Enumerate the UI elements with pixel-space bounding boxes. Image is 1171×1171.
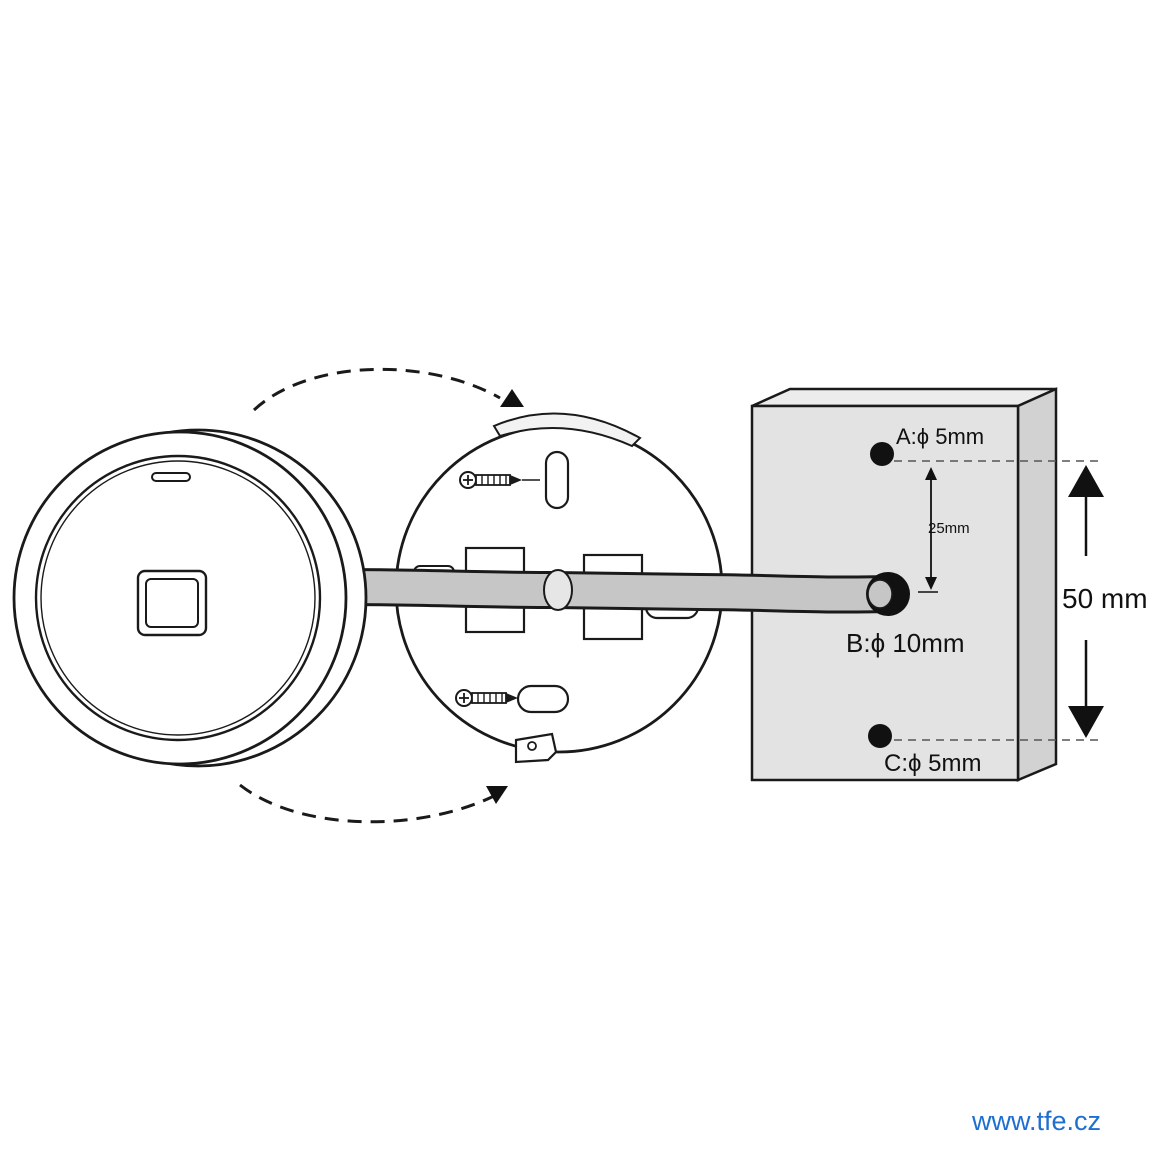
slot-top xyxy=(544,450,570,510)
dimension-50mm-label: 50 mm xyxy=(1062,583,1148,614)
arrowhead-bottom-icon xyxy=(486,786,508,804)
cable xyxy=(321,568,905,614)
hole-c-label: C:ϕ 5mm xyxy=(884,750,982,777)
dimension-50mm xyxy=(1068,465,1104,738)
fingerprint-sensor-icon xyxy=(136,569,208,637)
wall-box-side-face xyxy=(1016,387,1058,782)
screw-top-icon xyxy=(459,471,540,489)
hole-a-label: A:ϕ 5mm xyxy=(896,424,985,449)
slot-bottom xyxy=(516,684,570,714)
dimension-25mm-label: 25mm xyxy=(928,520,970,537)
rotation-arrow-top xyxy=(252,367,501,412)
cable-end-left xyxy=(543,569,573,611)
status-led xyxy=(151,472,191,482)
cable-body xyxy=(324,571,902,611)
hole-a xyxy=(870,442,894,466)
guide-lines xyxy=(894,460,1098,741)
arrow-up-icon xyxy=(1068,465,1104,497)
reader-face-inner xyxy=(40,460,316,736)
hole-b xyxy=(866,572,910,616)
footer-url[interactable]: www.tfe.cz xyxy=(972,1106,1102,1136)
rotation-arrow-bottom xyxy=(239,783,495,824)
hole-b-label: B:ϕ 10mm xyxy=(846,628,965,658)
reader-front xyxy=(12,428,368,768)
small-arrow-up-icon xyxy=(925,467,937,480)
screw-bottom-icon xyxy=(455,689,518,707)
arrow-down-icon xyxy=(1068,706,1104,738)
arrowhead-top-icon xyxy=(500,389,524,407)
base-plate-top-clip xyxy=(492,412,642,448)
wall-box-top-face xyxy=(751,387,1057,408)
dimension-25mm xyxy=(918,467,938,593)
hole-c xyxy=(868,724,892,748)
small-arrow-down-icon xyxy=(925,577,937,590)
tamper-switch-hole xyxy=(527,741,537,751)
rotation-arrows xyxy=(239,367,501,824)
